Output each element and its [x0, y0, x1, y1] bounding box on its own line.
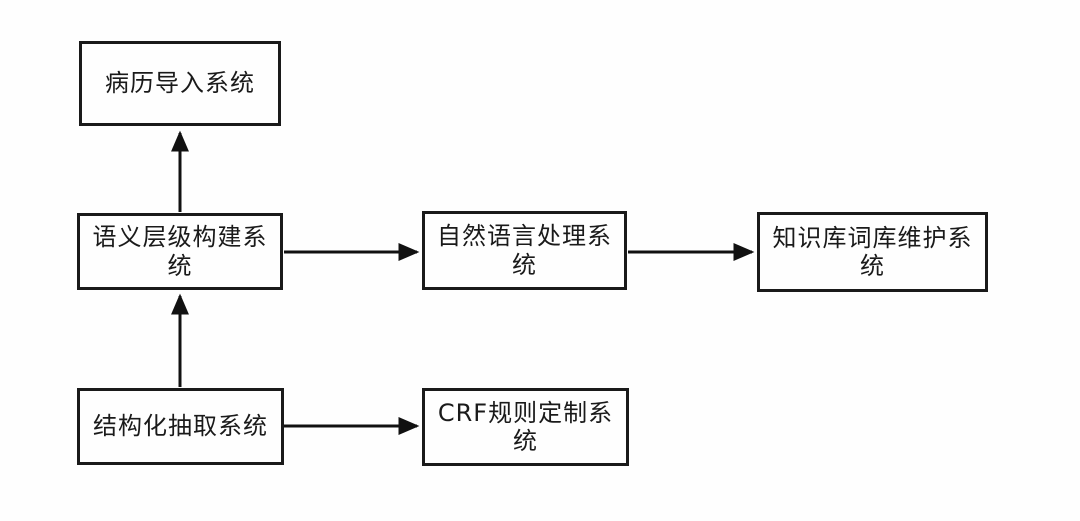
node-crf-rule-customization-system: CRF规则定制系 统 — [422, 388, 629, 466]
node-label: CRF规则定制系 统 — [437, 398, 614, 455]
node-semantic-hierarchy-construction-system: 语义层级构建系 统 — [77, 213, 283, 290]
node-label: 自然语言处理系 统 — [437, 222, 612, 279]
node-label: 结构化抽取系统 — [93, 412, 268, 441]
node-label: 语义层级构建系 统 — [92, 223, 268, 280]
node-medical-record-import-system: 病历导入系统 — [79, 41, 281, 126]
node-structured-extraction-system: 结构化抽取系统 — [77, 388, 284, 465]
node-knowledge-base-lexicon-maintenance-system: 知识库词库维护系 统 — [757, 212, 988, 292]
node-label: 病历导入系统 — [105, 69, 255, 98]
node-label: 知识库词库维护系 统 — [772, 223, 973, 280]
node-natural-language-processing-system: 自然语言处理系 统 — [422, 211, 627, 290]
